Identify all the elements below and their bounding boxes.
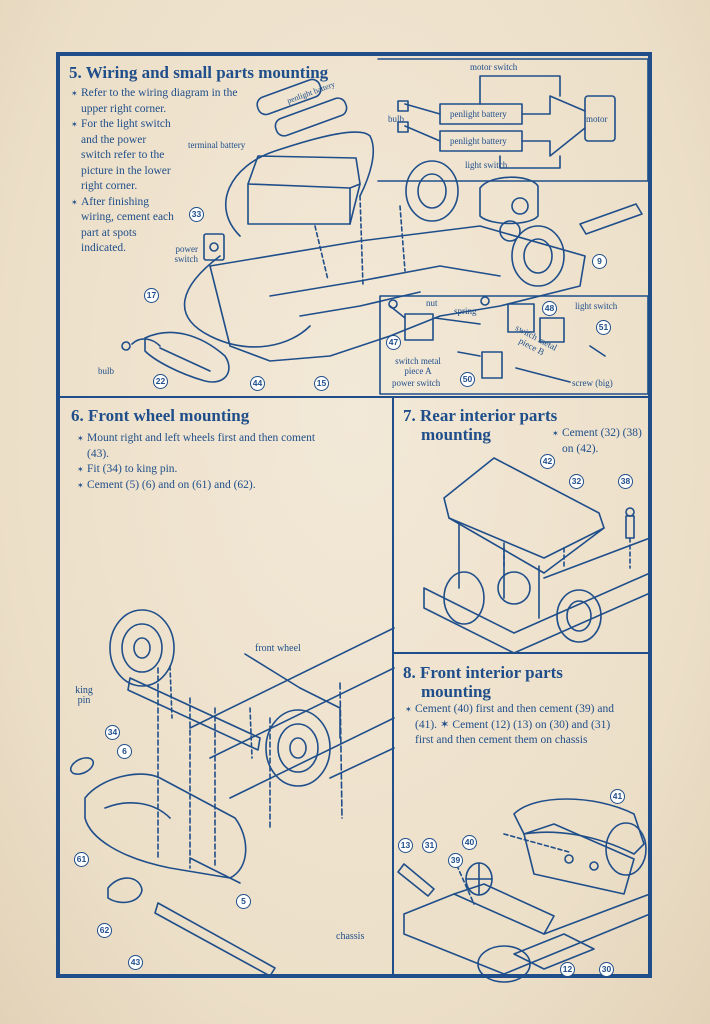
section-7-steps: Cement (32) (38) on (42). <box>552 426 644 457</box>
spring-label: spring <box>454 306 477 316</box>
callout-42: 42 <box>540 454 555 469</box>
section-6-steps: Mount right and left wheels first and th… <box>77 431 339 493</box>
step-item: Cement (5) (6) and on (61) and (62). <box>77 478 339 494</box>
wiring-assembly-drawing <box>60 56 650 398</box>
callout-13: 13 <box>398 838 413 853</box>
section-7-title: 7. Rear interior parts mounting <box>403 406 558 444</box>
callout-39: 39 <box>448 853 463 868</box>
step-item: Cement (40) first and then cement (39) a… <box>405 702 631 749</box>
callout-43: 43 <box>128 955 143 970</box>
light-switch-detail-label: light switch <box>575 301 618 311</box>
front-wheel-label: front wheel <box>255 643 301 654</box>
nut-label: nut <box>426 298 438 308</box>
motor-switch-label: motor switch <box>470 62 518 72</box>
rear-interior-drawing <box>394 398 650 654</box>
callout-47: 47 <box>386 335 401 350</box>
section-6-panel: 6. Front wheel mounting Mount right and … <box>59 397 393 975</box>
king-pin-label: king pin <box>75 685 93 706</box>
step-item: After finishing wiring, cement each part… <box>71 195 181 257</box>
section-5-title: 5. Wiring and small parts mounting <box>69 63 329 82</box>
callout-17: 17 <box>144 288 159 303</box>
front-interior-drawing <box>394 654 650 976</box>
step-item: For the light switch and the power switc… <box>71 117 176 195</box>
step-item: Mount right and left wheels first and th… <box>77 431 339 462</box>
power-switch-detail-label: power switch <box>392 378 441 388</box>
callout-32: 32 <box>569 474 584 489</box>
step-item: Cement (32) (38) on (42). <box>552 426 644 457</box>
callout-22: 22 <box>153 374 168 389</box>
callout-48: 48 <box>542 301 557 316</box>
callout-15: 15 <box>314 376 329 391</box>
callout-31: 31 <box>422 838 437 853</box>
chassis-label: chassis <box>336 931 365 942</box>
section-5-panel: 5. Wiring and small parts mounting Refer… <box>59 55 649 397</box>
front-wheel-assembly-drawing <box>60 398 394 976</box>
callout-61: 61 <box>74 852 89 867</box>
callout-33: 33 <box>189 207 204 222</box>
callout-38: 38 <box>618 474 633 489</box>
callout-12: 12 <box>560 962 575 977</box>
callout-62: 62 <box>97 923 112 938</box>
power-switch-label: power switch <box>174 244 199 264</box>
wiring-battery-label-1: penlight battery <box>450 109 507 119</box>
callout-51: 51 <box>596 320 611 335</box>
section-8-panel: 8. Front interior parts mounting Cement … <box>393 653 649 975</box>
callout-34: 34 <box>105 725 120 740</box>
section-8-title: 8. Front interior parts mounting <box>403 663 563 701</box>
wiring-battery-label-2: penlight battery <box>450 136 507 146</box>
callout-30: 30 <box>599 962 614 977</box>
callout-40: 40 <box>462 835 477 850</box>
step-item: Fit (34) to king pin. <box>77 462 339 478</box>
page-frame: 5. Wiring and small parts mounting Refer… <box>56 52 652 978</box>
section-6-title: 6. Front wheel mounting <box>71 406 250 425</box>
terminal-battery-label: terminal battery <box>188 140 246 150</box>
callout-5: 5 <box>236 894 251 909</box>
wiring-motor-label: motor <box>586 114 608 124</box>
step-item: Refer to the wiring diagram in the upper… <box>71 86 249 117</box>
screw-big-label: screw (big) <box>572 378 613 388</box>
callout-44: 44 <box>250 376 265 391</box>
wiring-light-switch-label: light switch <box>465 160 508 170</box>
switch-metal-piece-a-label: switch metal piece A <box>395 356 441 376</box>
bulb-label: bulb <box>98 366 115 376</box>
section-7-panel: 7. Rear interior parts mounting Cement (… <box>393 397 649 653</box>
wiring-bulb-label: bulb <box>388 114 405 124</box>
section-8-steps: Cement (40) first and then cement (39) a… <box>405 702 631 749</box>
callout-9: 9 <box>592 254 607 269</box>
callout-41: 41 <box>610 789 625 804</box>
callout-50: 50 <box>460 372 475 387</box>
callout-6: 6 <box>117 744 132 759</box>
section-5-steps: Refer to the wiring diagram in the upper… <box>71 86 249 257</box>
